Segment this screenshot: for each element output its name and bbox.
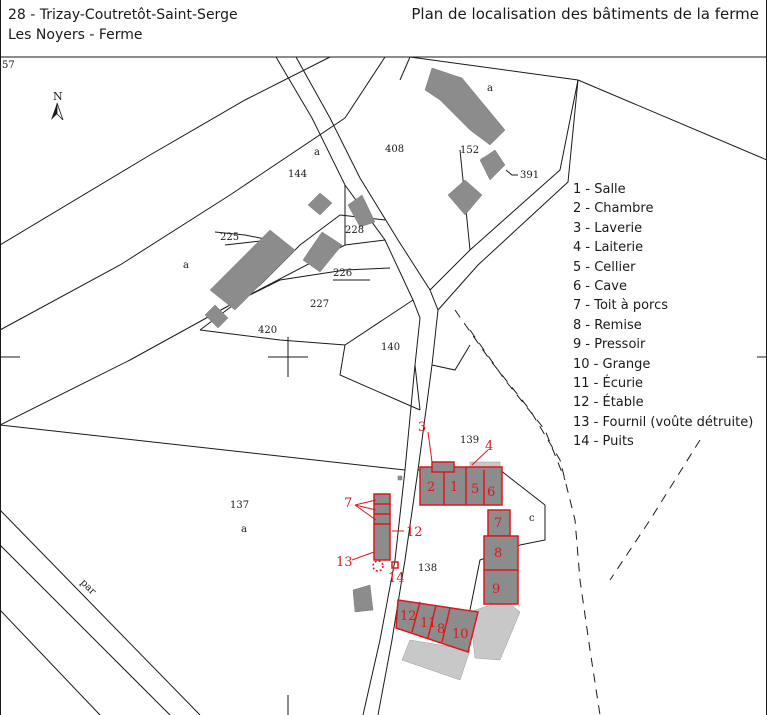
puits bbox=[391, 561, 399, 569]
bldg-label-7b: 7 bbox=[344, 496, 352, 511]
parcel-letter-a-2: a bbox=[314, 147, 320, 158]
bldg-label-12: 12 bbox=[400, 609, 417, 624]
bldg-label-10: 10 bbox=[452, 627, 469, 642]
parcel-139: 139 bbox=[460, 435, 479, 446]
commune-line: 28 - Trizay-Coutretôt-Saint-Serge bbox=[8, 7, 238, 23]
legend-item: 7 - Toit à porcs bbox=[573, 298, 669, 314]
bldg-label-12b: 12 bbox=[406, 525, 423, 540]
north-label: N bbox=[53, 90, 63, 103]
bldg-label-8b: 8 bbox=[437, 622, 445, 637]
path-dashed bbox=[454, 309, 701, 715]
parcel-420: 420 bbox=[258, 325, 277, 336]
bldg-label-5: 5 bbox=[471, 482, 479, 497]
building-number-labels: 2 1 5 6 3 4 7 8 9 12 11 8 10 7 12 13 14 bbox=[336, 420, 502, 642]
road-label-par: par bbox=[78, 577, 98, 597]
legend-item: 3 - Laverie bbox=[573, 220, 643, 236]
callout-lines bbox=[351, 431, 489, 561]
parcel-numbers: 144 408 152 391 225 228 226 227 420 140 … bbox=[78, 83, 539, 597]
toit-porcs-etable bbox=[373, 493, 391, 561]
parcel-144: 144 bbox=[288, 169, 307, 180]
legend-item: 2 - Chambre bbox=[573, 201, 654, 217]
legend-item: 6 - Cave bbox=[573, 279, 627, 295]
laverie-laiterie bbox=[431, 461, 455, 473]
parcel-226: 226 bbox=[333, 268, 352, 279]
existing-buildings bbox=[204, 67, 506, 613]
legend-item: 14 - Puits bbox=[573, 434, 634, 450]
legend-item: 10 - Grange bbox=[573, 356, 651, 372]
grid-marks bbox=[0, 337, 767, 715]
bldg-label-13: 13 bbox=[336, 555, 353, 570]
north-arrow-icon: N bbox=[51, 90, 64, 121]
parcel-138: 138 bbox=[418, 563, 437, 574]
bldg-label-9: 9 bbox=[492, 582, 500, 597]
parcel-227: 227 bbox=[310, 299, 329, 310]
parcel-391: 391 bbox=[520, 170, 539, 181]
legend-item: 4 - Laiterie bbox=[573, 240, 644, 256]
parcel-225: 225 bbox=[220, 232, 239, 243]
parcel-letter-c: c bbox=[529, 513, 535, 524]
parcel-letter-a-3: a bbox=[183, 260, 189, 271]
map-title: Plan de localisation des bâtiments de la… bbox=[411, 5, 759, 23]
bldg-label-6: 6 bbox=[487, 485, 495, 500]
bldg-label-11: 11 bbox=[420, 616, 437, 631]
farm-buildings-highlighted bbox=[372, 461, 519, 653]
bldg-label-1: 1 bbox=[450, 480, 458, 495]
legend-item: 9 - Pressoir bbox=[573, 337, 646, 353]
parcel-408: 408 bbox=[385, 144, 404, 155]
bldg-label-14: 14 bbox=[388, 571, 405, 586]
bldg-label-3: 3 bbox=[418, 420, 426, 435]
parcel-152: 152 bbox=[460, 145, 479, 156]
legend-item: 5 - Cellier bbox=[573, 259, 636, 275]
parcel-228: 228 bbox=[345, 225, 364, 236]
site-line: Les Noyers - Ferme bbox=[8, 27, 143, 43]
legend-item: 1 - Salle bbox=[573, 182, 626, 197]
parcel-letter-a-4: a bbox=[241, 524, 247, 535]
legend-item: 8 - Remise bbox=[573, 317, 642, 333]
legend-item: 13 - Fournil (voûte détruite) bbox=[573, 414, 754, 430]
fournil-site bbox=[372, 560, 384, 572]
main-house bbox=[419, 466, 503, 506]
sheet-number: 57 bbox=[2, 60, 15, 71]
bldg-label-8: 8 bbox=[494, 546, 502, 561]
legend-item: 12 - Étable bbox=[573, 395, 644, 411]
bldg-label-2: 2 bbox=[427, 480, 435, 495]
bldg-label-4: 4 bbox=[485, 439, 493, 454]
parcel-letter-a-1: a bbox=[487, 83, 493, 94]
header-location: 28 - Trizay-Coutretôt-Saint-Serge Les No… bbox=[8, 5, 238, 45]
bldg-label-7: 7 bbox=[494, 516, 502, 531]
parcel-137: 137 bbox=[230, 500, 249, 511]
legend: 1 - Salle 2 - Chambre 3 - Laverie 4 - La… bbox=[573, 180, 753, 452]
parcel-140: 140 bbox=[381, 342, 400, 353]
legend-item: 11 - Écurie bbox=[573, 376, 644, 392]
